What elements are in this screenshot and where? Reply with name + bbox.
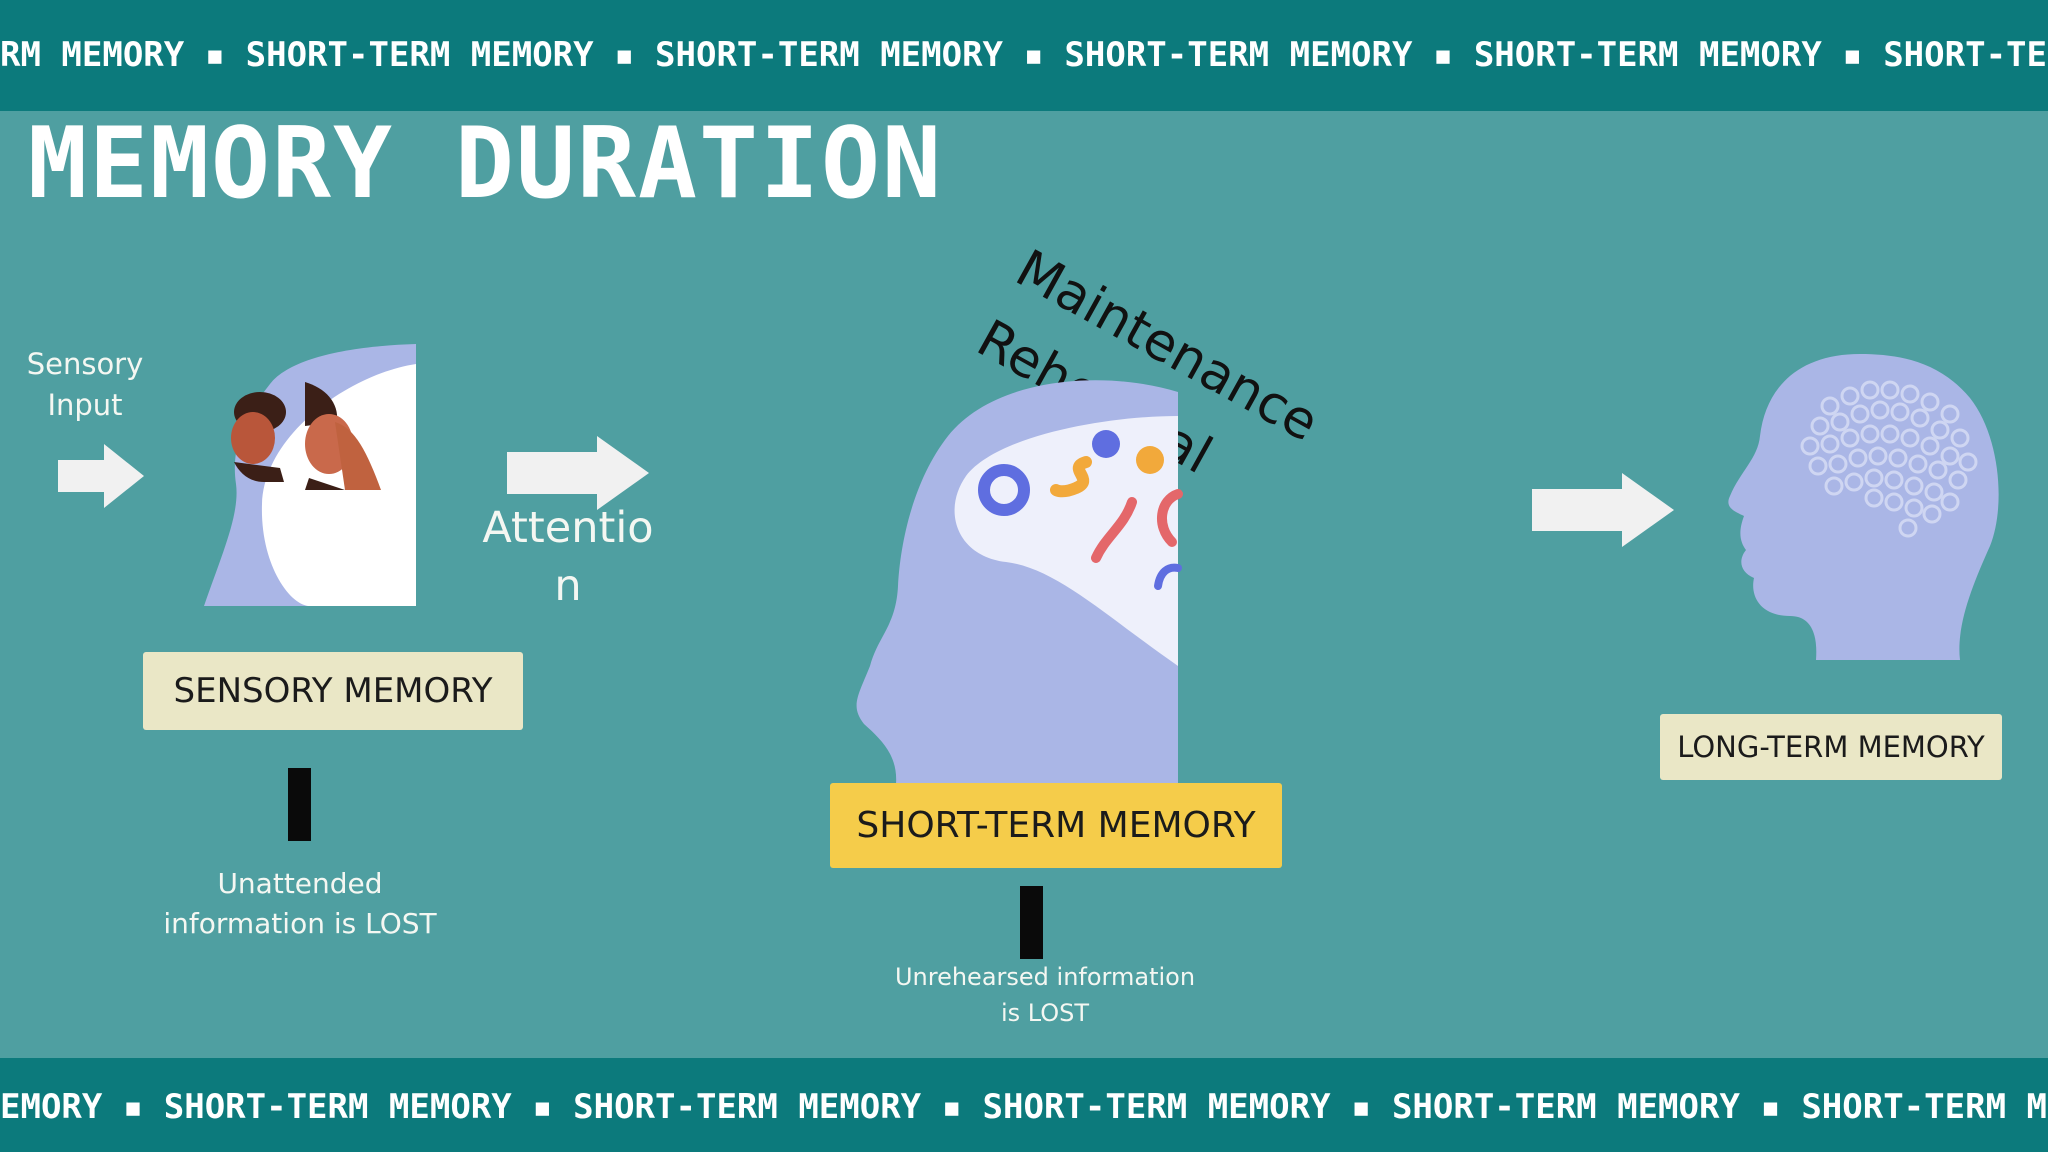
attention-line-1: Attentio [482, 503, 654, 553]
bottom-ticker-text: EMORY ▪ SHORT-TERM MEMORY ▪ SHORT-TERM M… [0, 1087, 2048, 1127]
attention-line-2: n [554, 561, 582, 611]
attention-label: Attentio n [470, 499, 666, 615]
sensory-input-line-2: Input [47, 388, 123, 422]
short-term-memory-box: SHORT-TERM MEMORY [830, 783, 1282, 868]
sensory-lost-line-2: information is LOST [163, 907, 437, 940]
listening-woman-icon [231, 392, 286, 482]
short-term-lost-line-2: is LOST [1000, 999, 1090, 1027]
arrow-right-icon [58, 444, 144, 508]
short-term-lost-connector [1020, 886, 1043, 959]
page-title: MEMORY DURATION [28, 107, 944, 221]
short-term-lost-text: Unrehearsed information is LOST [870, 959, 1220, 1031]
long-term-head-brain-illustration [1728, 354, 1999, 660]
top-ticker-band: RM MEMORY ▪ SHORT-TERM MEMORY ▪ SHORT-TE… [0, 0, 2048, 111]
top-ticker-text: RM MEMORY ▪ SHORT-TERM MEMORY ▪ SHORT-TE… [0, 35, 2048, 75]
sensory-input-line-1: Sensory [26, 347, 144, 381]
sensory-memory-box: SENSORY MEMORY [143, 652, 523, 730]
sensory-input-label: Sensory Input [20, 344, 150, 426]
bottom-ticker-band: EMORY ▪ SHORT-TERM MEMORY ▪ SHORT-TERM M… [0, 1058, 2048, 1152]
long-term-memory-box: LONG-TERM MEMORY [1660, 714, 2002, 780]
short-term-lost-line-1: Unrehearsed information [894, 963, 1196, 991]
short-term-head-illustration [856, 380, 1183, 784]
sensory-lost-text: Unattended information is LOST [140, 864, 460, 944]
arrow-right-icon [1532, 473, 1674, 547]
sensory-lost-connector [288, 768, 311, 841]
sensory-lost-line-1: Unattended [217, 867, 383, 900]
covering-ears-woman-icon [305, 382, 381, 490]
arrow-right-icon [507, 436, 649, 510]
